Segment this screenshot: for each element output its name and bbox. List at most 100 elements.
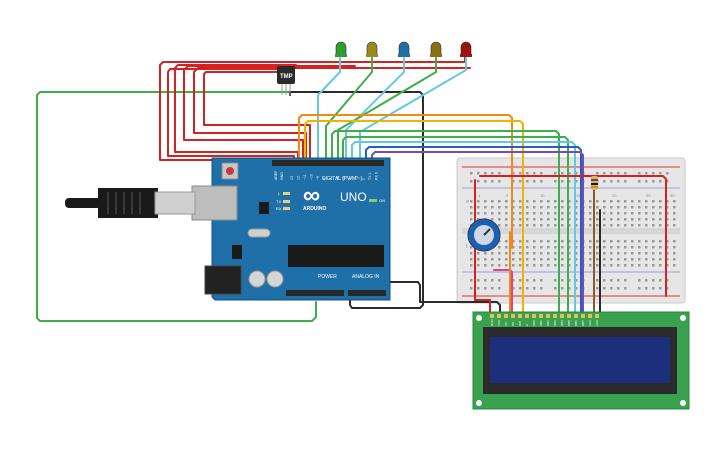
- led-4[interactable]: [430, 41, 442, 57]
- breadboard-row-labels: e f: [466, 199, 469, 250]
- col-label-25: 25: [646, 193, 651, 198]
- lcd-pin[interactable]: [511, 314, 515, 318]
- wire-blue: [365, 146, 582, 315]
- lcd-pin-label: DB2: [546, 320, 550, 326]
- col-label-30: 30: [670, 193, 675, 198]
- col-label-5: 5: [506, 193, 509, 198]
- lcd-pin-label: DB6: [574, 320, 578, 326]
- lcd-pin-label: RS: [511, 322, 515, 326]
- lcd-pin[interactable]: [581, 314, 585, 318]
- lcd-pin-label: DB5: [567, 320, 571, 326]
- power-header[interactable]: [286, 290, 344, 296]
- analog-header[interactable]: [348, 290, 386, 296]
- lcd-pin[interactable]: [525, 314, 529, 318]
- wire-red-4: [183, 65, 356, 166]
- wire-yellow: [304, 120, 524, 315]
- power-jack: [204, 265, 242, 295]
- led-5[interactable]: [460, 41, 472, 57]
- lcd-pin-label: DB7: [581, 320, 585, 326]
- lcd-pin[interactable]: [567, 314, 571, 318]
- tx-led: [283, 200, 290, 203]
- pin-label: 7: [329, 178, 333, 180]
- rx-label: RX: [276, 206, 282, 211]
- on-led: [369, 199, 377, 202]
- wire-green-3: [331, 130, 560, 315]
- breadboard-col-labels: 1 5 10 15 20 25 30: [478, 193, 675, 198]
- digital-label: DIGITAL (PWM ~): [322, 176, 362, 182]
- regulator: [232, 245, 242, 259]
- wire-red-6: [203, 71, 311, 166]
- lcd-pin[interactable]: [588, 314, 592, 318]
- pin-label: ~9: [316, 176, 320, 180]
- pin-label: ~6: [336, 176, 340, 180]
- wire-cyan-2: [345, 57, 405, 163]
- atmega-chip: [288, 245, 384, 267]
- led-1[interactable]: [335, 41, 347, 57]
- col-label-10: 10: [540, 193, 545, 198]
- sensor-label: TMP: [280, 74, 293, 80]
- pin-label: RX 0: [375, 172, 379, 180]
- lcd-pin[interactable]: [553, 314, 557, 318]
- wire-orange: [298, 114, 513, 249]
- wire-red-lcd: [474, 291, 491, 315]
- wire-cyan-3: [359, 57, 467, 163]
- wire-purple: [371, 151, 584, 315]
- lcd-pin[interactable]: [560, 314, 564, 318]
- lcd-pin-label: DB4: [560, 320, 564, 326]
- lcd-pin-label: DB1: [539, 320, 543, 326]
- aref-label: AREF: [274, 171, 278, 180]
- led-3[interactable]: [398, 41, 410, 57]
- wire-cyan-4: [351, 141, 576, 315]
- capacitor-2: [266, 270, 284, 288]
- resistor[interactable]: [591, 176, 598, 190]
- wire-black-lcd: [383, 281, 501, 315]
- power-label: POWER: [318, 274, 337, 280]
- wire-green-2: [337, 57, 437, 163]
- lcd-pin-label: RW: [518, 321, 522, 326]
- digital-header[interactable]: [272, 160, 384, 166]
- board-model: UNO: [340, 190, 367, 204]
- lcd-pin-label: GND: [490, 319, 494, 327]
- wire-red-2: [167, 68, 295, 166]
- l-led: [283, 192, 290, 195]
- lcd-pin[interactable]: [574, 314, 578, 318]
- usb-chip: [259, 202, 269, 214]
- led-2[interactable]: [366, 41, 378, 57]
- wire-black-gnd: [289, 91, 424, 309]
- wires[interactable]: [36, 54, 667, 322]
- wire-cyan-1: [317, 57, 341, 163]
- lcd-pin[interactable]: [518, 314, 522, 318]
- col-label-1: 1: [478, 193, 481, 198]
- led-array[interactable]: [335, 41, 472, 57]
- pin-label: 2: [362, 178, 366, 180]
- usb-cable: [65, 188, 196, 218]
- pin-label: TX 1: [368, 173, 372, 180]
- lcd-pin[interactable]: [546, 314, 550, 318]
- gnd-label: GND: [280, 172, 284, 180]
- lcd-pin[interactable]: [532, 314, 536, 318]
- lcd-pin-label: DB0: [532, 320, 536, 326]
- row-label-e: e: [466, 199, 469, 205]
- potentiometer[interactable]: [467, 218, 501, 252]
- lcd-pin[interactable]: [497, 314, 501, 318]
- lcd-pin[interactable]: [539, 314, 543, 318]
- tx-label: TX: [276, 199, 281, 204]
- lcd-pin[interactable]: [490, 314, 494, 318]
- lcd-pin-label: LED: [595, 319, 599, 326]
- lcd-pin[interactable]: [504, 314, 508, 318]
- lcd-pin-label: DB3: [553, 320, 557, 326]
- wire-green-4: [342, 136, 569, 315]
- pin-label: ~5: [342, 176, 346, 180]
- arduino-uno-board[interactable]: ∞ UNO ARDUINO DIGITAL (PWM ~) POWER ANAL…: [191, 157, 391, 301]
- temperature-sensor[interactable]: TMP: [277, 66, 295, 95]
- capacitor-1: [248, 270, 266, 288]
- lcd-pin-label: V0: [504, 322, 508, 326]
- lcd-screen: [490, 337, 670, 383]
- arduino-logo: ∞: [303, 182, 320, 209]
- analog-label: ANALOG IN: [352, 274, 380, 280]
- lcd-pin[interactable]: [595, 314, 599, 318]
- wire-green-1: [325, 57, 373, 163]
